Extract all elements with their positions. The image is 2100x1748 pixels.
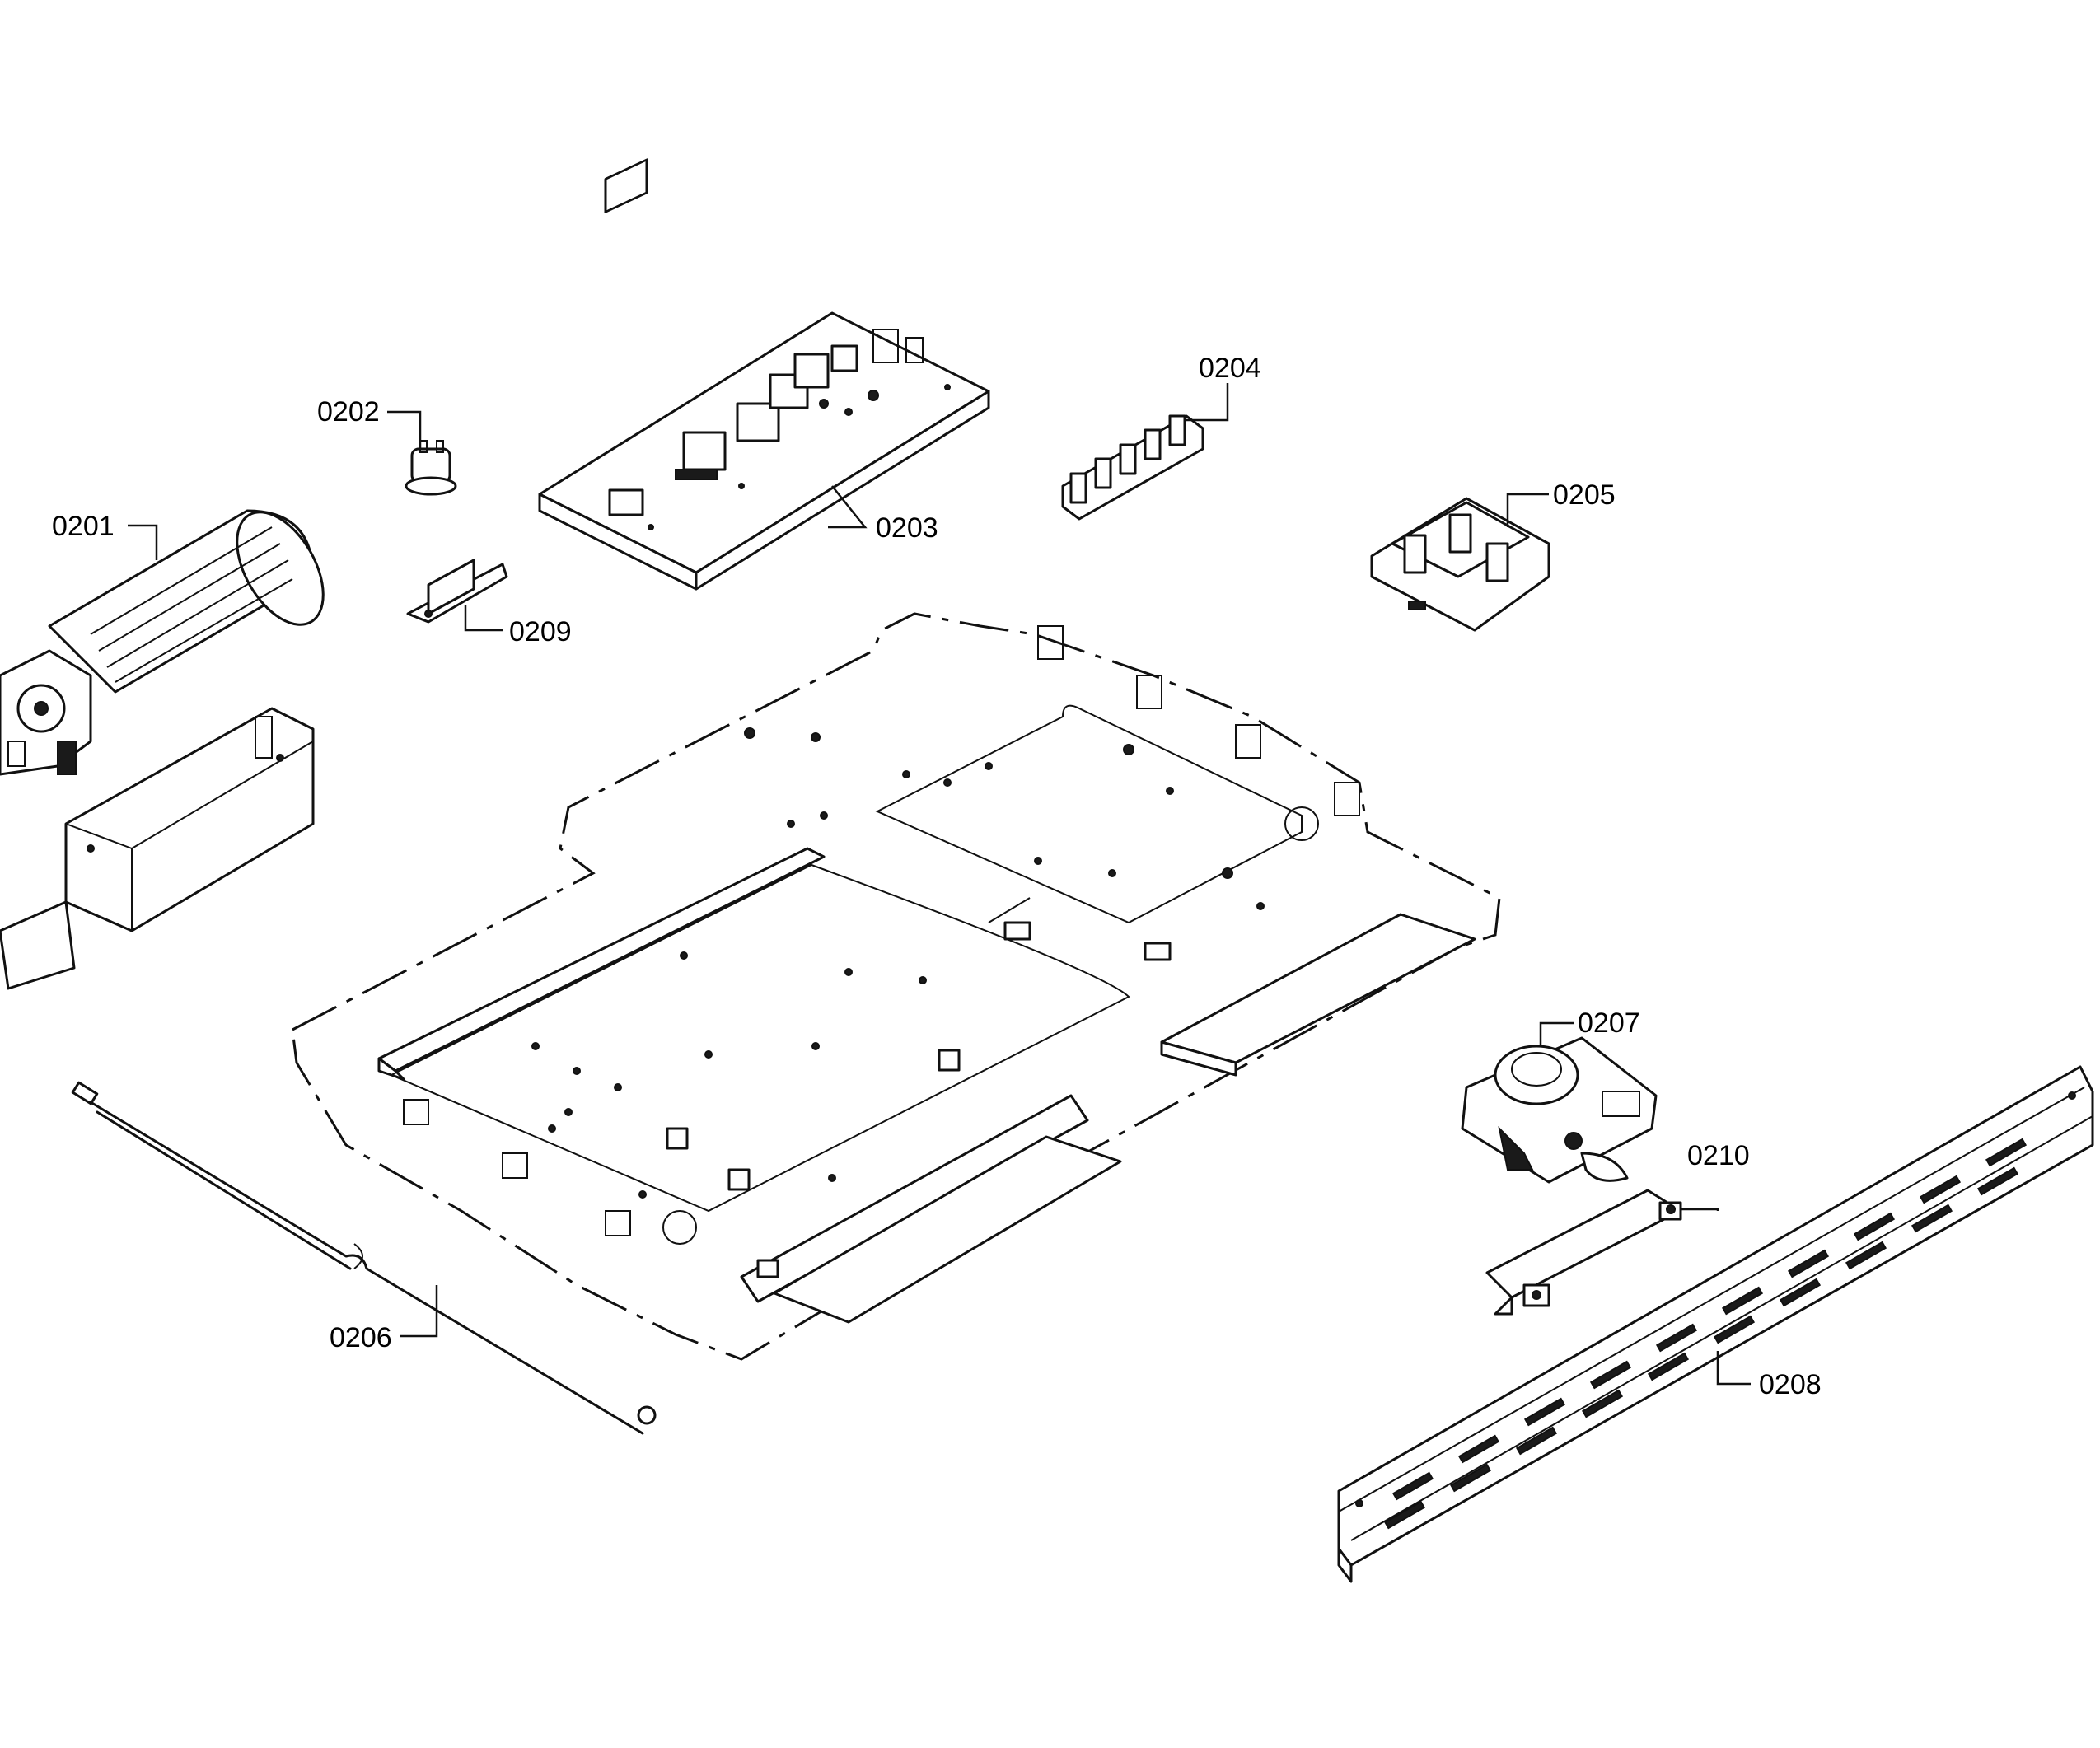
part-0209-bracket bbox=[406, 559, 508, 624]
part-0210-latch-bracket bbox=[1485, 1189, 1682, 1316]
part-0204-terminal-block bbox=[1061, 414, 1204, 521]
callout-0205: 0205 bbox=[1553, 479, 1616, 511]
part-0206-wire-probe bbox=[71, 1081, 657, 1435]
callout-0206: 0206 bbox=[330, 1322, 392, 1353]
base-plate bbox=[291, 612, 1501, 1361]
bracket-housing bbox=[0, 707, 315, 990]
callout-0209: 0209 bbox=[509, 616, 572, 647]
callout-labels: 0201 0202 0203 0204 0205 0206 0207 0208 … bbox=[52, 353, 1822, 1400]
part-0203-control-board bbox=[538, 158, 990, 591]
callout-0208: 0208 bbox=[1759, 1369, 1822, 1400]
callout-0201: 0201 bbox=[52, 511, 115, 542]
leader-lines bbox=[128, 383, 1751, 1386]
part-0208-vented-rail bbox=[1337, 1065, 2094, 1583]
part-0202-thermostat bbox=[405, 440, 457, 496]
part-0201-fan-motor bbox=[0, 509, 325, 776]
part-0207-door-lock-motor bbox=[1461, 1036, 1658, 1184]
callout-0202: 0202 bbox=[317, 396, 380, 428]
callout-0204: 0204 bbox=[1199, 353, 1261, 384]
callout-0203: 0203 bbox=[876, 512, 938, 544]
callout-0210: 0210 bbox=[1687, 1140, 1750, 1171]
callout-0207: 0207 bbox=[1578, 1007, 1640, 1039]
part-0205-relay-housing bbox=[1370, 497, 1550, 632]
